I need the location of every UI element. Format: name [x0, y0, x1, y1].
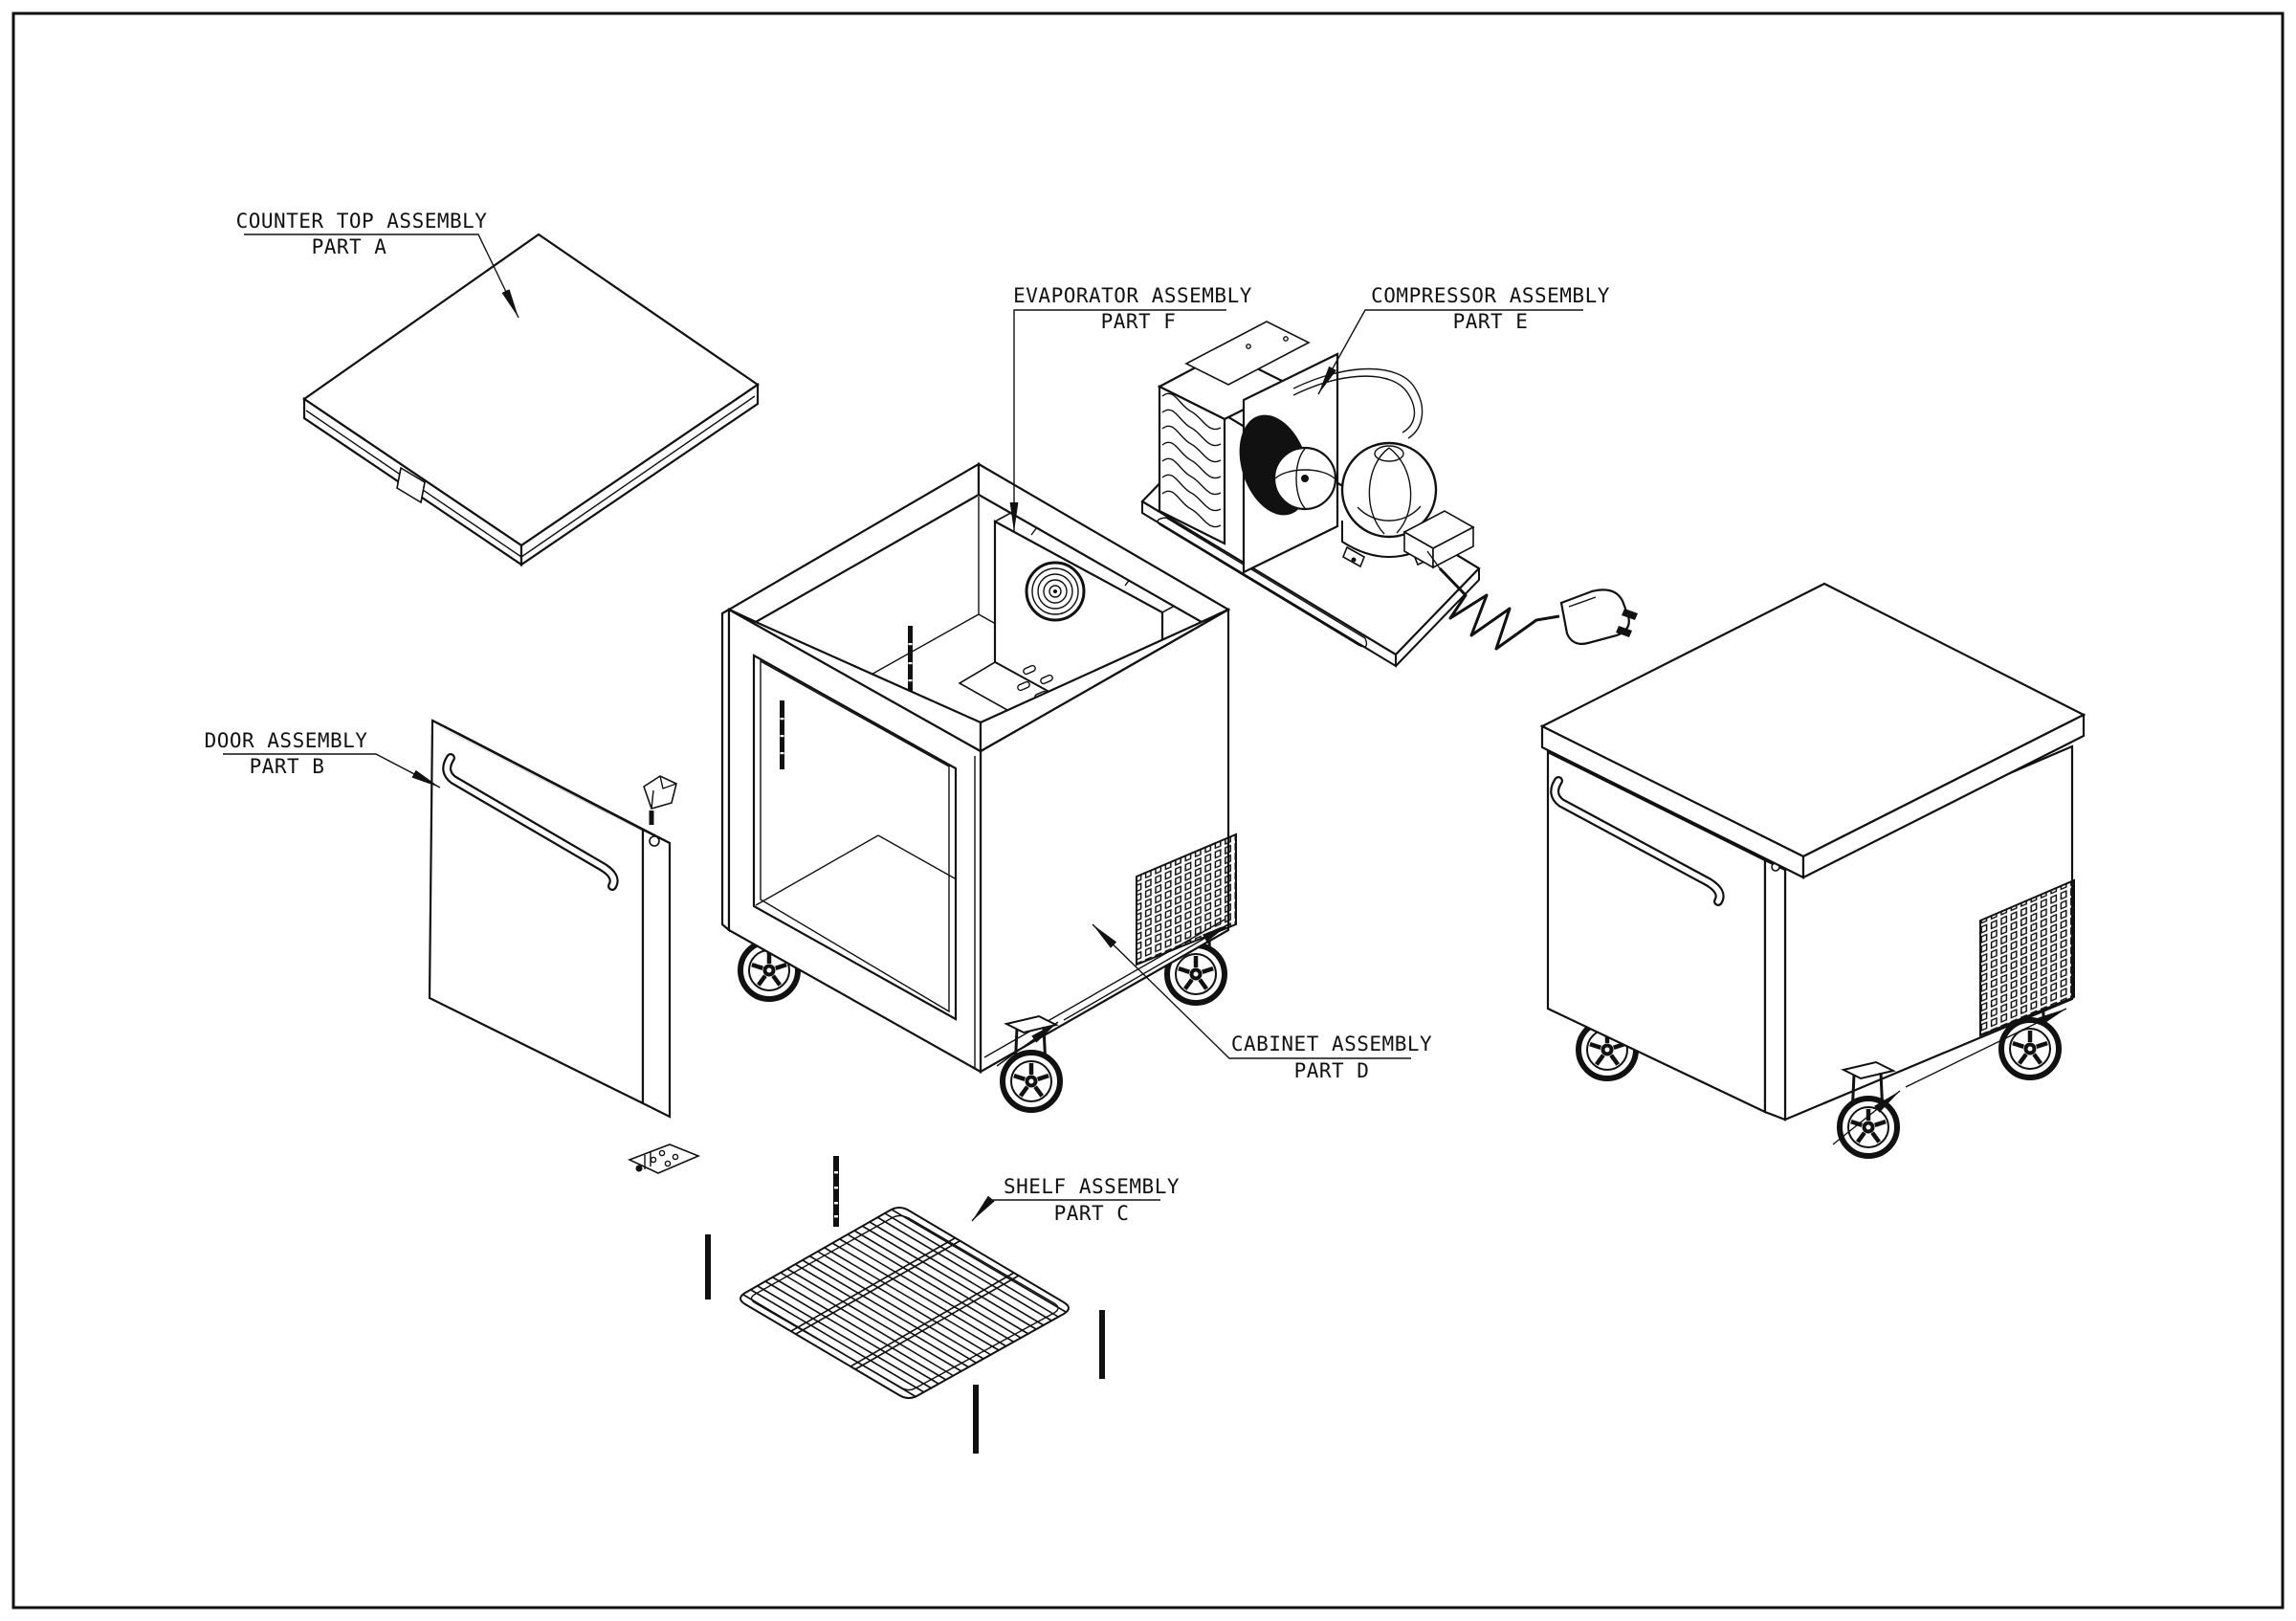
label-door: DOOR ASSEMBLY PART B: [205, 729, 441, 788]
shelf-part-c: [740, 1207, 1070, 1399]
counter-top-notch: [396, 466, 426, 504]
door-edge-band: [641, 828, 672, 1119]
power-cord: [1438, 566, 1560, 651]
label-evaporator-part: PART F: [1101, 310, 1177, 333]
unit-vent-grille: [1979, 878, 2075, 1037]
evaporator-fan-icon: [1025, 561, 1086, 622]
label-counter-top-title: COUNTER TOP ASSEMBLY: [236, 210, 488, 233]
label-shelf-leader: [971, 1195, 1160, 1222]
label-evaporator-title: EVAPORATOR ASSEMBLY: [1013, 284, 1252, 307]
label-cabinet-leader: [1092, 923, 1411, 1059]
unit-door-handle: [1550, 776, 1725, 906]
label-shelf-part: PART C: [1054, 1202, 1130, 1225]
label-cabinet-part: PART D: [1294, 1059, 1370, 1082]
door-bottom-hinge-part: [627, 1144, 701, 1174]
label-compressor-part: PART E: [1453, 310, 1529, 333]
door-top-hinge-part: [643, 775, 677, 825]
door-gasket-band: [440, 727, 660, 840]
compressor-part-e: [1140, 321, 1638, 668]
condenser-coil: [1157, 321, 1311, 545]
caster-direction-arrows: [996, 922, 1231, 1067]
label-shelf-title: SHELF ASSEMBLY: [1004, 1175, 1180, 1198]
label-compressor: COMPRESSOR ASSEMBLY PART E: [1317, 284, 1610, 395]
label-door-title: DOOR ASSEMBLY: [205, 729, 368, 752]
door-handle: [442, 753, 619, 891]
cabinet-door-opening: [752, 654, 958, 1021]
label-door-part: PART B: [250, 755, 325, 778]
label-compressor-leader: [1317, 309, 1583, 395]
callout-labels: COUNTER TOP ASSEMBLY PART A EVAPORATOR A…: [205, 210, 1610, 1225]
cabinet-top-rim: [726, 462, 1231, 753]
shelf-wires: [742, 1209, 1067, 1398]
unit-caster-direction-arrows: [1832, 1008, 2067, 1145]
label-cabinet-title: CABINET ASSEMBLY: [1231, 1033, 1432, 1055]
assembled-unit: [1539, 582, 2086, 1156]
label-counter-top: COUNTER TOP ASSEMBLY PART A: [236, 210, 519, 319]
shelf-frame-inner: [750, 1214, 1059, 1391]
shelf-frame-outer: [740, 1207, 1070, 1399]
shelf-support-bars: [790, 1237, 1020, 1370]
power-plug-icon: [1559, 588, 1638, 645]
explosion-guide-bars: [705, 1156, 1105, 1454]
label-counter-top-leader: [244, 233, 519, 319]
label-counter-top-part: PART A: [312, 235, 387, 258]
drawing-border-frame: [11, 11, 2285, 1610]
condenser-fan-shroud: [1239, 352, 1339, 574]
door-hinge-hole: [649, 835, 660, 847]
cabinet-interior-floor-lines: [755, 834, 956, 906]
door-part-b: [428, 608, 731, 1174]
compressor-junction-box: [1402, 510, 1475, 569]
label-evaporator-leader: [1009, 309, 1226, 532]
label-shelf: SHELF ASSEMBLY PART C: [971, 1175, 1180, 1225]
door-front-face: [428, 719, 645, 1105]
label-door-leader: [223, 753, 441, 788]
compressor-tube-rail: [1157, 517, 1368, 648]
label-evaporator: EVAPORATOR ASSEMBLY PART F: [1009, 284, 1252, 532]
label-compressor-title: COMPRESSOR ASSEMBLY: [1371, 284, 1610, 307]
unit-door-edge: [1763, 858, 1787, 1121]
label-cabinet: CABINET ASSEMBLY PART D: [1092, 923, 1432, 1082]
cabinet-part-d: [726, 462, 1237, 1110]
unit-counter-top: [1539, 582, 2086, 879]
counter-top-part-a: [302, 233, 760, 567]
